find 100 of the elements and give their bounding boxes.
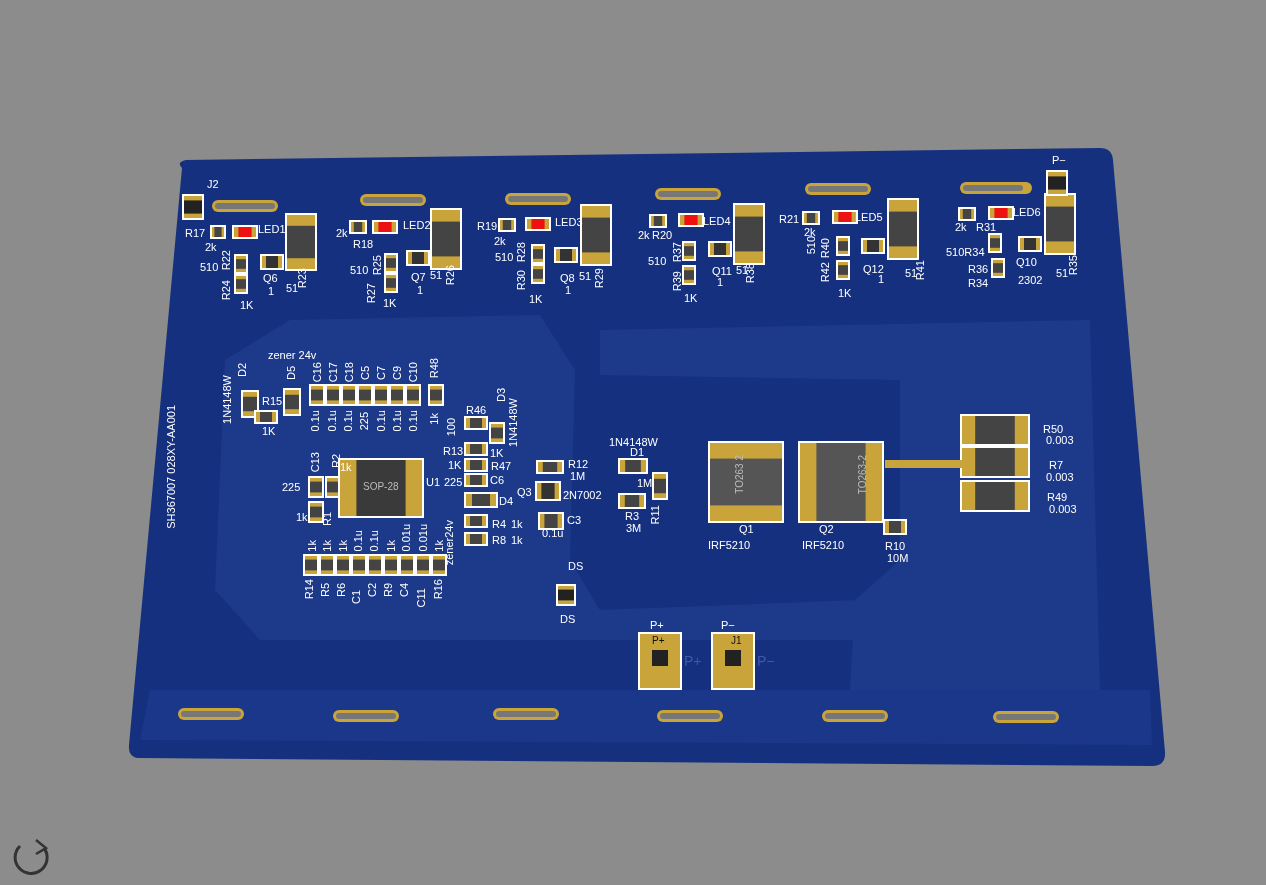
component-marking: SOP-28: [363, 482, 399, 492]
silkscreen-label: 0.01u: [401, 524, 412, 552]
silkscreen-label: P+: [650, 620, 664, 631]
silkscreen-label: C3: [567, 515, 582, 526]
silkscreen-label: 1k: [322, 540, 333, 552]
silkscreen-label: 1: [565, 285, 572, 296]
silkscreen-label: 10M: [887, 553, 909, 564]
silkscreen-label: R21: [779, 214, 800, 225]
silkscreen-label: 51: [430, 270, 443, 281]
silkscreen-label: 1k: [511, 519, 523, 530]
silkscreen-label: D1: [630, 447, 645, 458]
silkscreen-label: R27: [366, 283, 377, 304]
silkscreen-label: R3: [625, 511, 640, 522]
silkscreen-label: 225: [359, 412, 370, 431]
silkscreen-label: Q7: [411, 272, 426, 283]
silkscreen-label: SH367007 028XY-AA001: [166, 405, 177, 529]
silkscreen-label: Q6: [263, 273, 278, 284]
silkscreen-label: 510: [350, 265, 369, 276]
silkscreen-label: 510: [200, 262, 219, 273]
silkscreen-label: C7: [376, 366, 387, 381]
silkscreen-label: R12: [568, 459, 589, 470]
silkscreen-label: DS: [568, 561, 584, 572]
silkscreen-label: 510R34: [946, 247, 985, 258]
silkscreen-label: 1k: [340, 462, 352, 473]
silkscreen-label: C1: [351, 590, 362, 605]
silkscreen-label: R4: [492, 519, 507, 530]
silkscreen-label: 1: [717, 277, 724, 288]
silkscreen-label: 2k: [494, 236, 506, 247]
silkscreen-label: U1: [426, 477, 441, 488]
silkscreen-label: C11: [416, 588, 427, 608]
silkscreen-label: Q2: [819, 524, 834, 535]
silkscreen-label: 1K: [448, 460, 462, 471]
silkscreen-label: R13: [443, 446, 464, 457]
silkscreen-label: C18: [344, 362, 355, 383]
silkscreen-label: R39: [672, 271, 683, 292]
silkscreen-label: 225: [444, 477, 463, 488]
component-marking: P+: [652, 636, 665, 646]
silkscreen-label: DS: [560, 614, 576, 625]
silkscreen-label: D5: [286, 366, 297, 381]
silkscreen-label: 0.1u: [408, 410, 419, 432]
silkscreen-label: R41: [915, 260, 926, 281]
silkscreen-label: 225: [282, 482, 301, 493]
silkscreen-label: 2302: [1018, 275, 1043, 286]
silkscreen-label: 1K: [838, 288, 852, 299]
silkscreen-label: C16: [312, 362, 323, 383]
silkscreen-label: LED1: [258, 224, 286, 235]
silkscreen-label: 1k: [338, 540, 349, 552]
silkscreen-label: Q12: [863, 264, 884, 275]
silkscreen-label: 0.003: [1046, 435, 1074, 446]
silkscreen-label: 510: [806, 236, 817, 255]
silkscreen-label: R24: [221, 280, 232, 301]
silkscreen-label: D2: [237, 363, 248, 378]
silkscreen-label: R40: [820, 238, 831, 259]
silkscreen-label: R47: [491, 461, 512, 472]
silkscreen-label: R35: [1068, 255, 1079, 276]
silkscreen-label: R25: [372, 255, 383, 276]
silkscreen-label: 0.1u: [376, 410, 387, 432]
silkscreen-label: C5: [360, 366, 371, 381]
silkscreen-label: 1N4148W: [609, 437, 658, 448]
silkscreen-label: 1k: [434, 540, 445, 552]
silkscreen-label: R30: [516, 270, 527, 291]
silkscreen-label: Q3: [517, 487, 532, 498]
silkscreen-label: 0.1u: [392, 410, 403, 432]
silkscreen-label: 510: [495, 252, 514, 263]
silkscreen-label: R6: [336, 583, 347, 598]
silkscreen-label: 510: [648, 256, 667, 267]
silkscreen-label: D3: [496, 388, 507, 403]
silkscreen-label: 2k: [205, 242, 217, 253]
silkscreen-label: R31: [976, 222, 997, 233]
silkscreen-label: R22: [221, 250, 232, 271]
silkscreen-label: C10: [408, 362, 419, 383]
silkscreen-label: 2N7002: [563, 490, 602, 501]
silkscreen-label: 3M: [626, 523, 642, 534]
silkscreen-label: C6: [490, 475, 505, 486]
silkscreen-label: 0.1u: [310, 410, 321, 432]
silkscreen-label: 1K: [529, 294, 543, 305]
silkscreen-label: 1K: [262, 426, 276, 437]
silkscreen-label: R37: [672, 242, 683, 263]
silkscreen-label: C2: [367, 583, 378, 598]
silkscreen-label: 1k: [386, 540, 397, 552]
silkscreen-label: 1K: [490, 448, 504, 459]
silkscreen-label: 1K: [240, 300, 254, 311]
silkscreen-label: R48: [429, 358, 440, 379]
silkscreen-label: 2k: [638, 230, 650, 241]
silkscreen-label: IRF5210: [708, 540, 751, 551]
silkscreen-label: C13: [310, 452, 321, 473]
silkscreen-label: R14: [304, 579, 315, 600]
silkscreen-label: C4: [399, 583, 410, 598]
silkscreen-label: 0.003: [1049, 504, 1077, 515]
silkscreen-label: 51: [579, 271, 592, 282]
component-marking: J1: [731, 636, 742, 646]
component-marking: TO263 2: [735, 455, 745, 494]
silkscreen-label: C9: [392, 366, 403, 381]
silkscreen-label: 1N4148W: [508, 398, 519, 447]
silkscreen-label: R29: [594, 268, 605, 289]
silkscreen-label: 2k: [336, 228, 348, 239]
silkscreen-label: 0.01u: [418, 524, 429, 552]
silkscreen-label: Q1: [739, 524, 754, 535]
silkscreen-label: 1K: [383, 298, 397, 309]
silkscreen-label: D4: [499, 496, 514, 507]
